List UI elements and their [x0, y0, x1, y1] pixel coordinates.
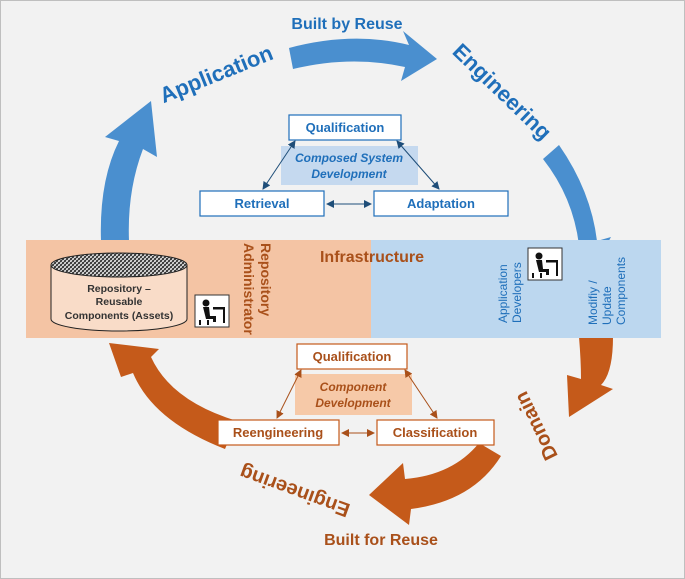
app-connector-left	[262, 140, 296, 190]
domain-qualification-label: Qualification	[313, 349, 392, 364]
built-for-reuse-label: Built for Reuse	[324, 532, 438, 549]
classification-label: Classification	[393, 425, 478, 440]
component-development-box	[295, 374, 412, 415]
adaptation-box	[373, 190, 509, 217]
infrastructure-band-right	[371, 240, 661, 338]
retrieval-box	[199, 190, 325, 217]
adaptation-label: Adaptation	[407, 196, 475, 211]
person-at-desk-icon	[527, 247, 563, 281]
repository-label-line1: Repository –	[87, 283, 151, 295]
app-qualification-label: Qualification	[306, 120, 385, 135]
application-arc-label: Application	[156, 40, 276, 108]
orange-arrow-bottom	[369, 443, 501, 525]
developers-label-line2: Developers	[510, 262, 524, 323]
domain-arc-label: Domain	[511, 388, 563, 464]
domain-connector-left	[276, 369, 302, 419]
engineering-top-arc-label: Engineering	[448, 38, 557, 144]
engineering-bottom-arc-label: Engineering	[237, 461, 353, 521]
domain-connector-right	[404, 369, 438, 419]
repository-label-line3: Components (Assets)	[65, 310, 174, 322]
domain-qualification-box	[296, 343, 408, 370]
admin-label-line2: Administrator	[241, 243, 257, 335]
developers-label-line1: Application	[496, 264, 510, 323]
composed-system-line1: Composed System	[295, 151, 403, 165]
classification-box	[376, 419, 495, 446]
composed-system-line2: Development	[311, 167, 387, 181]
blue-arrow-top	[289, 31, 437, 81]
repository-label-line2: Reusable	[96, 296, 143, 308]
reengineering-box	[217, 419, 340, 446]
modify-label-line1: Modifiy /	[586, 280, 600, 325]
blue-arrow-left	[100, 101, 157, 241]
app-qualification-box	[288, 114, 402, 141]
component-development-line1: Component	[320, 380, 388, 394]
modify-label-line2: Update	[600, 286, 614, 325]
person-at-desk-icon	[194, 294, 230, 328]
built-by-reuse-label: Built by Reuse	[291, 16, 402, 33]
composed-system-box	[281, 146, 418, 185]
orange-arrow-right	[567, 337, 613, 417]
admin-label-line1: Repository	[258, 243, 274, 316]
app-connector-right	[396, 140, 440, 190]
infrastructure-title: Infrastructure	[320, 249, 424, 266]
modify-label-line3: Components	[614, 257, 628, 325]
reengineering-label: Reengineering	[233, 425, 323, 440]
repository-cylinder	[50, 252, 188, 332]
retrieval-label: Retrieval	[235, 196, 290, 211]
component-development-line2: Development	[315, 396, 391, 410]
orange-arrow-left	[109, 343, 237, 449]
